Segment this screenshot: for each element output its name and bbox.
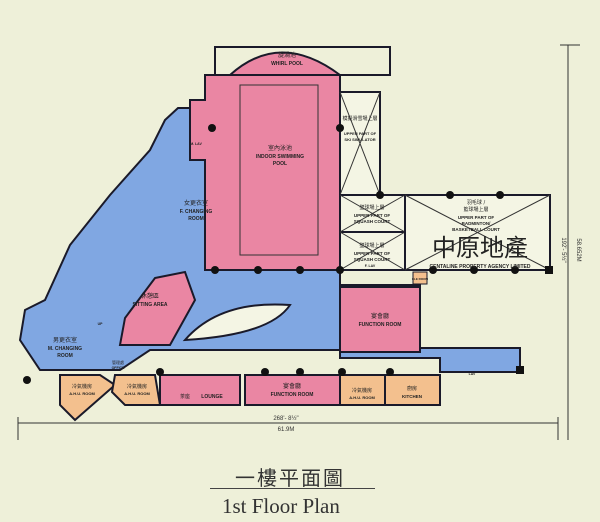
ski-label-1: UPPER PART OF (344, 131, 377, 136)
ahu3-label-zh: 冷氣機房 (352, 387, 372, 394)
function-room-1-label-zh: 宴會廳 (371, 312, 389, 320)
whirl-pool-label-zh: 旋渦池 (278, 51, 296, 59)
function-room-2 (244, 374, 341, 406)
office-label: OFFICE (112, 366, 125, 370)
squash2-label-zh: 壁球場上層 (359, 242, 384, 249)
sitting-label: SITTING AREA (132, 302, 167, 308)
f-changing-label-zh: 女更衣室 (184, 199, 208, 207)
badminton-label-3: BASKETBALL COURT (452, 227, 500, 232)
ele-room (412, 271, 428, 285)
void-cross (404, 194, 551, 271)
lav-label: LAV (469, 372, 476, 376)
columns (23, 124, 553, 384)
kitchen-label-zh: 廚房 (407, 385, 417, 392)
width-metric: 61.9M (278, 427, 295, 433)
squash1-label-2: SQUASH COURT (354, 219, 391, 224)
m-lav-label: M. LAV (190, 142, 202, 146)
m-changing-label-2: ROOM (57, 353, 73, 359)
ahu-room-1 (59, 374, 117, 422)
ahu-room-2 (110, 374, 162, 406)
pool-label-2: POOL (273, 161, 287, 167)
pool-label-zh: 室內泳池 (268, 144, 292, 152)
kitchen-label: KITCHEN (402, 394, 422, 399)
lounge-label-zh: 茶座 (180, 393, 190, 400)
whirl-pool (227, 51, 344, 76)
ahu3-label: A.H.U. ROOM (349, 395, 375, 400)
ahu-room-3 (339, 374, 386, 406)
height-metric: 58.652M (575, 238, 581, 261)
void-cross (339, 231, 406, 271)
pool-label-1: INDOOR SWIMMING (256, 154, 304, 160)
title-english: 1st Floor Plan (222, 494, 340, 518)
f-lav-label: F. LAV (365, 264, 376, 268)
badminton-label-zh1: 羽毛球 / (467, 199, 486, 206)
up-label: UP (98, 322, 104, 326)
watermark-en: CENTALINE PROPERTY AGENCY LIMITED (430, 264, 531, 270)
squash2-label-1: UPPER PART OF (354, 251, 390, 256)
height-imperial: 192'- 5½" (560, 237, 567, 262)
function-room-2-label-zh: 宴會廳 (283, 382, 301, 390)
whirl-pool-label: WHIRL POOL (271, 61, 303, 67)
function-room-1-label: FUNCTION ROOM (359, 322, 402, 328)
m-changing-label-1: M. CHANGING (48, 346, 82, 352)
title-divider (210, 488, 375, 489)
squash1-label-zh: 壁球場上層 (359, 204, 384, 211)
function-room-1 (339, 286, 421, 353)
office-label-zh: 管理處 (112, 359, 124, 365)
m-changing-label-zh: 男更衣室 (53, 336, 77, 344)
squash2-label-2: SQUASH COURT (354, 257, 391, 262)
sitting-area (118, 270, 197, 346)
badminton-label-1: UPPER PART OF (458, 215, 494, 220)
ski-label-2: SKI SIMULATOR (344, 137, 375, 142)
ahu2-label-zh: 冷氣機房 (127, 383, 147, 390)
badminton-label-zh2: 籃球場上層 (463, 206, 488, 213)
width-imperial: 268'- 8½" (273, 415, 298, 422)
pool-basin (239, 84, 319, 256)
ahu1-label-zh: 冷氣機房 (72, 383, 92, 390)
badminton-label-2: BADMINTON/ (462, 221, 491, 226)
void-cross (339, 194, 406, 233)
f-changing-label-1: F. CHANGING (180, 209, 213, 215)
squash1-label-1: UPPER PART OF (354, 213, 390, 218)
ahu1-label: A.H.U. ROOM (69, 391, 95, 396)
ahu2-label: A.H.U. ROOM (124, 391, 150, 396)
function-room-2-label: FUNCTION ROOM (271, 392, 314, 398)
central-void (182, 303, 292, 342)
watermark-zh: 中原地產 (432, 234, 528, 262)
lounge-label: LOUNGE (201, 394, 223, 400)
title-chinese: 一樓平面圖 (235, 466, 345, 490)
sitting-label-zh: 休憩區 (141, 292, 159, 300)
ski-label-zh: 模擬滑雪場上層 (342, 115, 377, 122)
lounge (159, 374, 241, 406)
void-cross (339, 91, 381, 196)
kitchen (384, 374, 441, 406)
f-changing-label-2: ROOM (188, 216, 204, 222)
ele-room-label: ELE ROOM (412, 277, 429, 281)
